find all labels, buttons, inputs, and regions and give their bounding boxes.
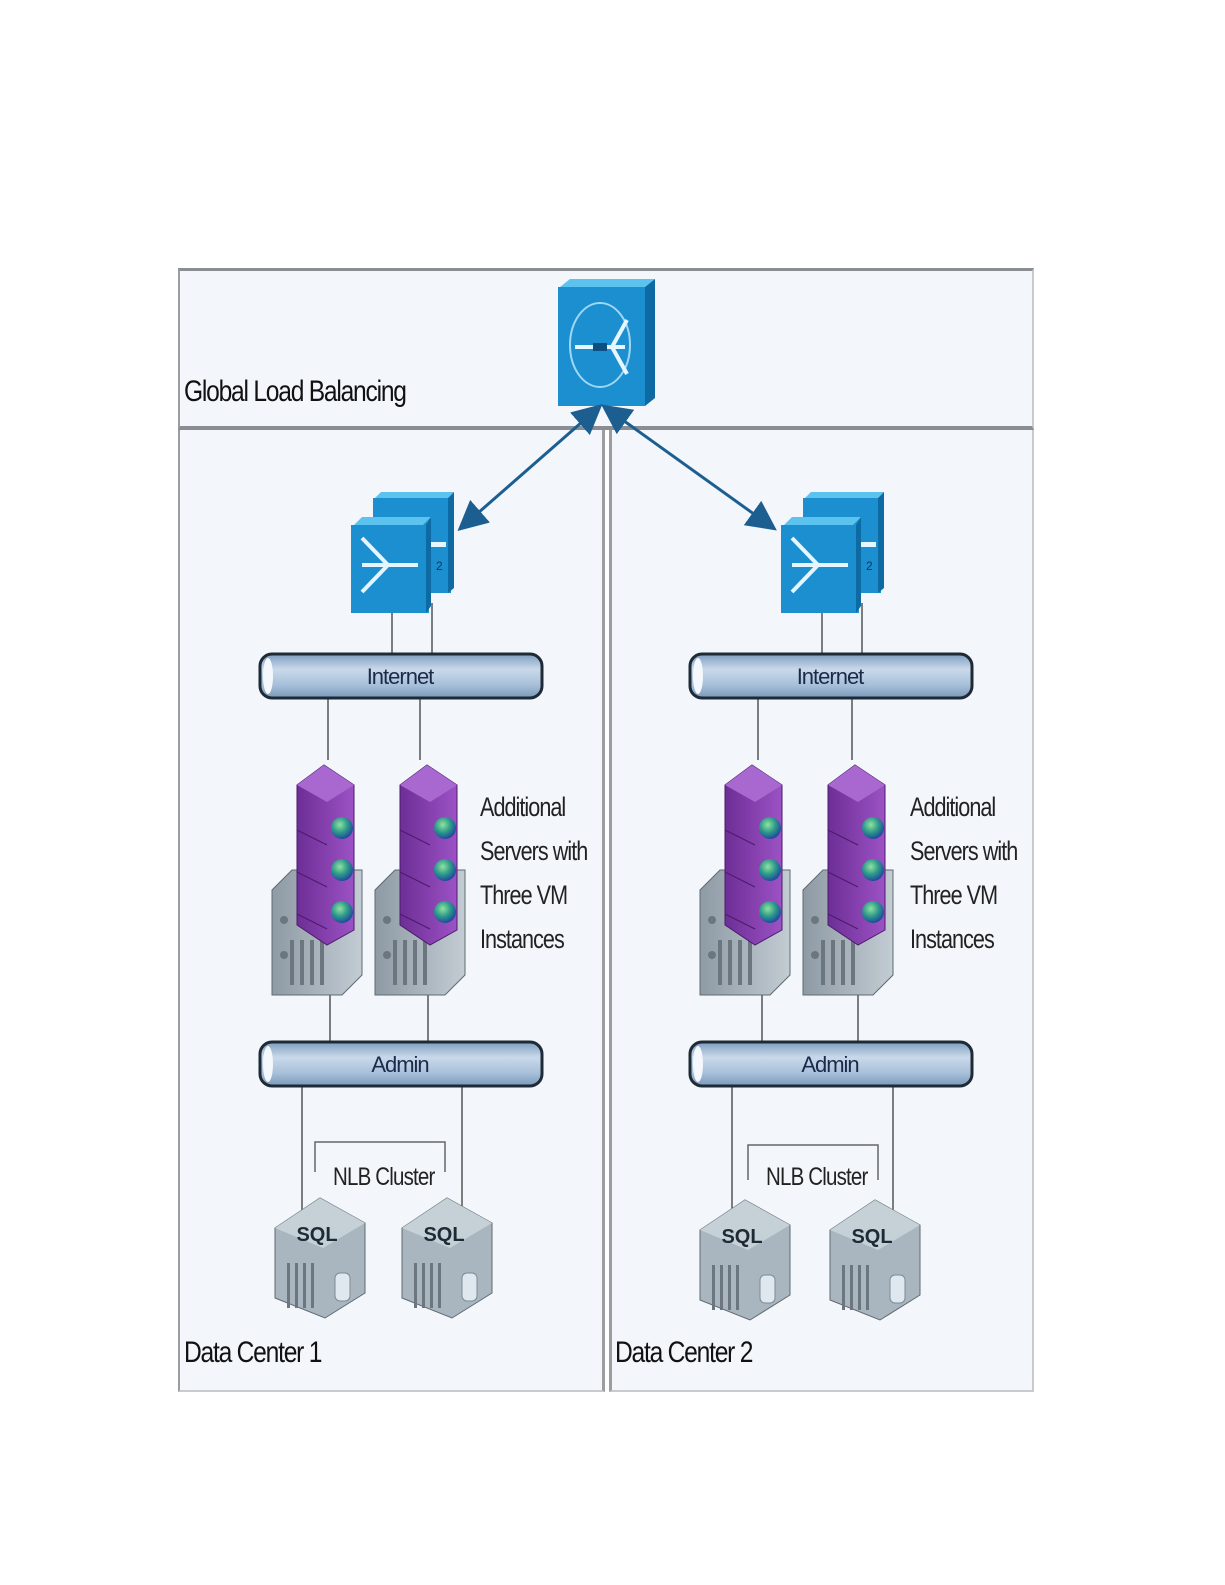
dc2-internet-bus: Internet: [690, 654, 972, 698]
dc1-sql-server-2-icon: SQL: [402, 1198, 492, 1318]
sql-label: SQL: [721, 1226, 762, 1248]
dc2-server-note: Additional Servers with Three VM Instanc…: [910, 785, 1017, 961]
dc2-nlb-cluster-label: NLB Cluster: [766, 1163, 867, 1192]
sql-label: SQL: [423, 1224, 464, 1246]
dc1-server-note: Additional Servers with Three VM Instanc…: [480, 785, 587, 961]
dc1-sql-server-1-icon: SQL: [275, 1198, 365, 1318]
dc2-sql-server-2-icon: SQL: [830, 1200, 920, 1320]
dc2-admin-bus: Admin: [690, 1042, 972, 1086]
link-global-to-dc2: [606, 408, 772, 527]
dc1-vm-host-1-icon: [272, 765, 362, 995]
dc1-internet-label: Internet: [367, 664, 434, 689]
svg-text:2: 2: [436, 559, 443, 573]
sql-label: SQL: [851, 1226, 892, 1248]
link-global-to-dc1: [462, 408, 598, 527]
global-load-balancer-icon: [558, 279, 655, 406]
dc2-vm-host-2-icon: [803, 765, 893, 995]
dc2-internet-label: Internet: [797, 664, 864, 689]
dc1-nlb-cluster-label: NLB Cluster: [333, 1163, 434, 1192]
sql-label: SQL: [296, 1224, 337, 1246]
dc1-admin-label: Admin: [371, 1052, 428, 1077]
dc1-internet-bus: Internet: [260, 654, 542, 698]
dc2-sql-server-1-icon: SQL: [700, 1200, 790, 1320]
dc2-admin-label: Admin: [801, 1052, 858, 1077]
svg-text:2: 2: [866, 559, 873, 573]
dc1-admin-bus: Admin: [260, 1042, 542, 1086]
dc1-load-balancer-pair-icon: 2: [351, 492, 454, 613]
dc1-vm-host-2-icon: [375, 765, 465, 995]
dc2-load-balancer-pair-icon: 2: [781, 492, 884, 613]
dc2-vm-host-1-icon: [700, 765, 790, 995]
